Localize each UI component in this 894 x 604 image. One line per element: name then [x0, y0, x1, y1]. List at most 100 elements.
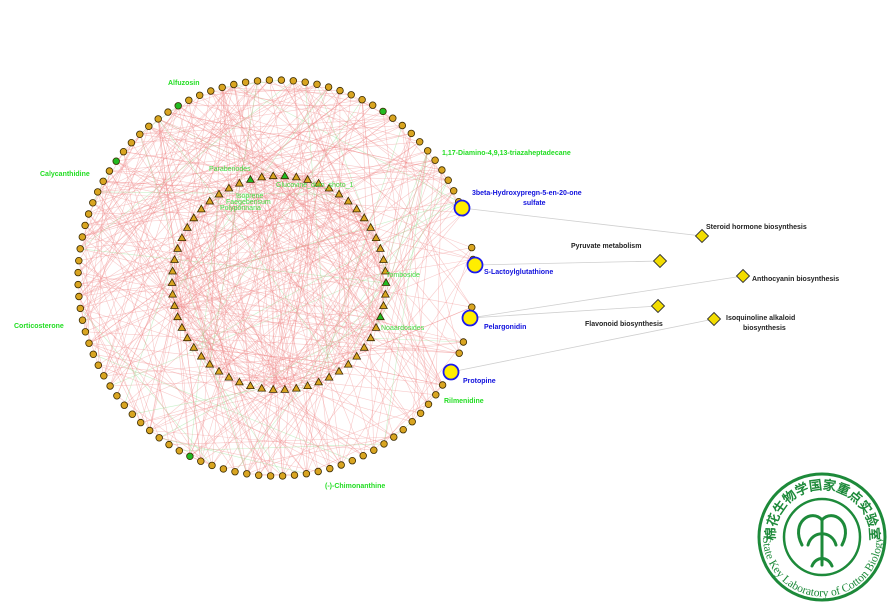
- network-edge: [187, 305, 384, 339]
- label-isoprene: Isoprene: [236, 193, 263, 200]
- network-edge: [172, 86, 329, 295]
- network-edge: [296, 177, 386, 295]
- network-edge: [228, 188, 251, 387]
- outer-ring-node: [128, 410, 136, 418]
- network-edge: [82, 84, 235, 238]
- network-edge: [149, 305, 175, 431]
- network-edge: [174, 212, 464, 307]
- network-edge: [257, 80, 349, 202]
- network-edge: [82, 111, 384, 238]
- outer-ring-node: [84, 210, 93, 218]
- outer-ring-node: [106, 382, 114, 390]
- inner-ring-triangle: [352, 204, 362, 213]
- network-edge: [228, 327, 377, 378]
- network-edge: [304, 82, 443, 386]
- network-edge: [209, 201, 365, 349]
- network-edge: [88, 342, 385, 445]
- network-edge: [80, 84, 235, 309]
- network-edge: [109, 170, 449, 181]
- network-edge: [171, 188, 330, 284]
- network-edge: [273, 306, 472, 391]
- network-edge: [361, 99, 375, 451]
- network-edge: [174, 259, 191, 457]
- network-edge: [250, 179, 384, 261]
- network-edge: [221, 87, 274, 390]
- outer-ring-node: [313, 80, 321, 88]
- outer-ring-node: [277, 76, 286, 84]
- network-edge: [171, 282, 210, 365]
- network-edge: [167, 111, 349, 202]
- outer-ring-node: [154, 115, 162, 123]
- outer-ring-node: [450, 187, 458, 195]
- network-edge: [435, 169, 443, 395]
- network-edge: [272, 176, 286, 390]
- network-edge: [178, 105, 386, 272]
- network-edge: [261, 90, 341, 389]
- network-edge: [82, 105, 179, 321]
- network-edge: [79, 248, 236, 472]
- network-edge: [93, 95, 200, 355]
- outer-ring-node: [81, 328, 90, 336]
- network-edge: [383, 201, 459, 261]
- network-edge: [200, 364, 349, 462]
- network-edge: [174, 305, 381, 318]
- inner-ring-triangle: [303, 174, 313, 183]
- network-edge: [80, 183, 240, 250]
- network-edge: [282, 227, 371, 477]
- outer-ring-node: [390, 433, 398, 441]
- network-edge: [78, 150, 428, 297]
- network-edge: [338, 94, 352, 195]
- network-edge: [172, 87, 223, 295]
- inner-ring-triangle: [375, 312, 385, 321]
- network-edge: [348, 201, 387, 284]
- network-edge: [293, 80, 473, 308]
- network-edge: [318, 227, 371, 383]
- outer-ring-node: [389, 114, 397, 122]
- outer-ring-node: [113, 392, 121, 400]
- network-edge: [149, 347, 365, 431]
- outer-ring-node: [207, 87, 215, 95]
- network-edge: [80, 183, 319, 309]
- network-edge: [246, 404, 429, 475]
- inner-ring-triangle: [324, 183, 334, 192]
- network-edge: [97, 84, 318, 193]
- network-edge: [116, 160, 443, 386]
- network-edge: [167, 111, 442, 171]
- network-edge: [318, 183, 395, 438]
- outer-ring-node: [348, 457, 356, 465]
- network-edge: [80, 248, 387, 284]
- network-edge: [187, 201, 210, 228]
- network-edge: [348, 305, 384, 365]
- network-edge: [193, 218, 230, 378]
- network-edge: [340, 259, 474, 466]
- network-edge: [402, 125, 460, 354]
- network-edge: [92, 117, 393, 204]
- network-edge: [338, 194, 381, 318]
- network-edge: [284, 183, 319, 390]
- network-edge: [193, 217, 386, 295]
- network-edge: [131, 142, 188, 228]
- label-calycanthidine: Calycanthidine: [40, 171, 90, 178]
- network-edge: [109, 141, 420, 172]
- network-edge: [246, 160, 436, 474]
- network-edge: [88, 117, 393, 344]
- network-edge: [293, 80, 387, 284]
- label-corticosterone: Corticosterone: [14, 323, 64, 330]
- network-edge: [149, 305, 384, 431]
- network-edge: [124, 248, 178, 406]
- network-edge: [261, 194, 340, 389]
- network-edge: [78, 260, 141, 423]
- network-edge: [362, 150, 428, 456]
- outer-ring-labels: Alfuzosin 1,17-Diamino-4,9,13-triazahept…: [14, 80, 571, 490]
- network-edge: [284, 176, 375, 451]
- outer-ring-node-labeled: [112, 157, 120, 165]
- network-edge: [250, 179, 319, 184]
- network-edge: [85, 217, 194, 226]
- network-edge: [78, 80, 258, 297]
- network-edge: [221, 87, 437, 395]
- outer-ring-node: [208, 461, 216, 470]
- network-edge: [174, 141, 420, 307]
- inner-triangle-ring: [167, 171, 391, 393]
- outer-ring-node: [416, 409, 425, 417]
- network-edge: [78, 169, 442, 297]
